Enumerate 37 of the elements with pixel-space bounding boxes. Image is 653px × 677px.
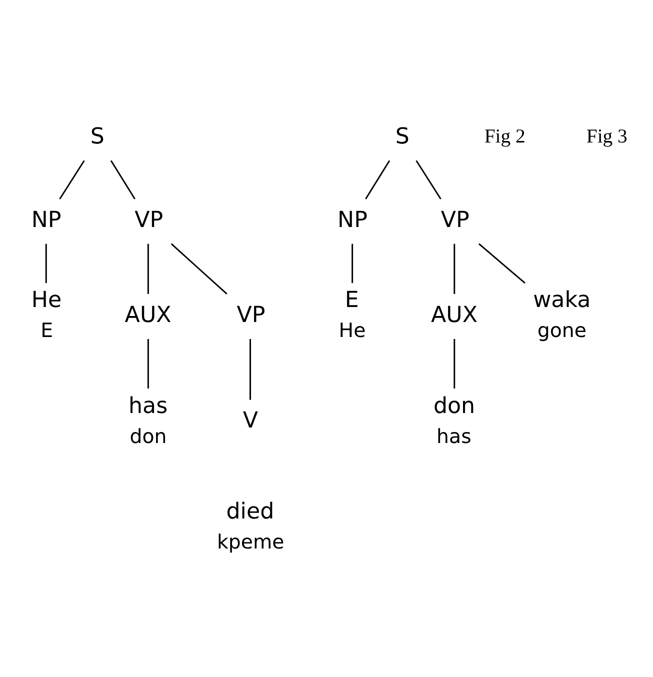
node-text: NP — [31, 207, 62, 234]
connector — [365, 160, 390, 200]
node-text: VP — [440, 207, 470, 234]
connector — [454, 339, 456, 389]
node-label: don — [130, 424, 167, 448]
connector — [352, 244, 354, 284]
node-label: kpeme — [217, 530, 284, 554]
connector — [170, 243, 228, 295]
node-text: S — [395, 123, 410, 150]
node-text: AUX — [431, 302, 478, 328]
node-text: VP — [134, 207, 164, 234]
node-text: VP — [236, 302, 266, 328]
node-text: don — [433, 392, 476, 419]
connector — [416, 160, 442, 200]
node-text: V — [242, 408, 258, 434]
connector — [478, 243, 526, 284]
node-text: has — [128, 392, 168, 419]
node-label: He — [338, 319, 366, 342]
node-label: has — [436, 424, 472, 448]
node-label: E — [40, 319, 54, 342]
node-text: AUX — [124, 302, 172, 328]
node-text: S — [90, 123, 104, 150]
node-text: died — [226, 498, 274, 525]
node-text: He — [31, 287, 62, 314]
connector — [59, 160, 85, 200]
node-label: gone — [537, 319, 586, 342]
connector — [454, 244, 456, 294]
label: Fig 3 — [586, 126, 628, 148]
connector — [110, 160, 136, 200]
connector — [250, 339, 251, 400]
node-text: NP — [338, 207, 368, 234]
node-text: waka — [533, 287, 591, 314]
connector — [147, 244, 149, 294]
connector — [45, 244, 47, 284]
node-text: E — [344, 287, 359, 314]
connector — [147, 339, 149, 389]
label: Fig 2 — [484, 126, 526, 148]
